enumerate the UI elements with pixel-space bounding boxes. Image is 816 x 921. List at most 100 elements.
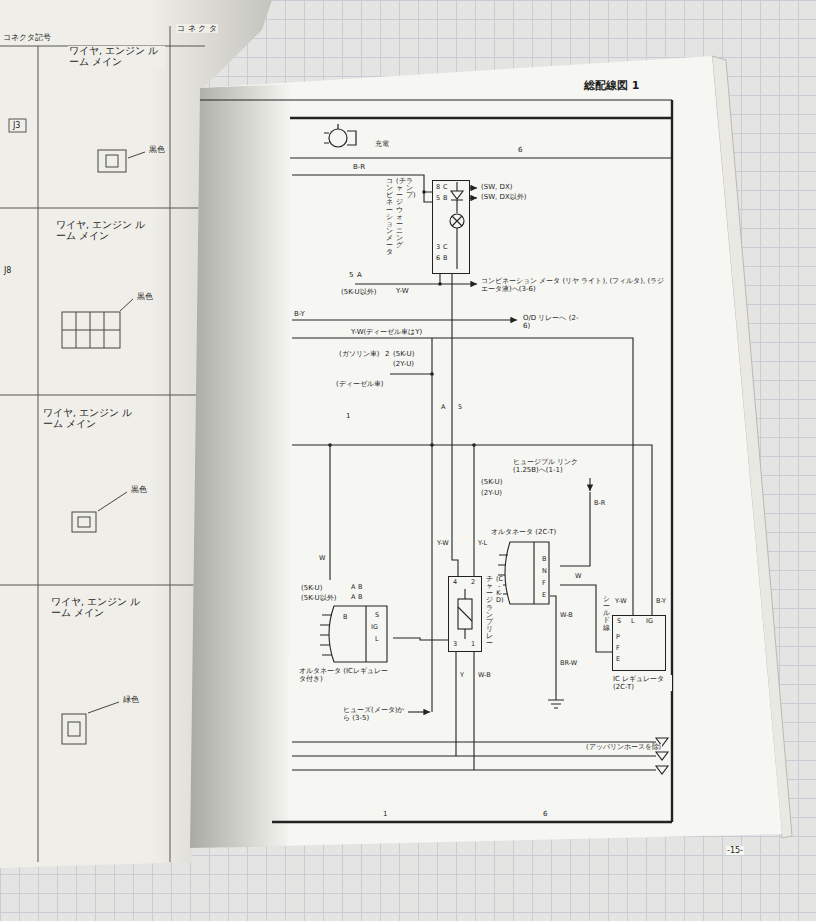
label-text: コネクタ記号 [2, 33, 52, 42]
shape-outline [458, 589, 472, 639]
label-text: S [616, 618, 622, 625]
label-text: 5 [457, 404, 463, 411]
wire [473, 445, 474, 576]
label-text: 1 [470, 641, 476, 648]
frame-line [290, 117, 672, 119]
label-text: B-Y [655, 598, 667, 605]
label-text: 黒色 [136, 292, 154, 301]
wire-junction [328, 443, 332, 447]
node-label: オルタネータ (ICレギュレータ付き) [298, 667, 395, 683]
label-text: -15- [726, 846, 744, 855]
frame-line [290, 158, 672, 159]
label-text: L [374, 636, 380, 643]
connector-drawing [62, 714, 86, 744]
label-text: 6 [435, 255, 441, 262]
label-text: 充電 [374, 140, 390, 148]
label-text: 3 [435, 244, 441, 251]
frame-line [200, 100, 672, 822]
label-text: 黒色 [148, 145, 166, 154]
connector-drawing [88, 702, 119, 713]
wire-junction [430, 443, 434, 447]
label-text: 5 [435, 195, 441, 202]
shape-outline [498, 542, 534, 604]
wire-connector [452, 274, 458, 576]
connector-drawing [72, 512, 96, 532]
label-text: 8 [435, 184, 441, 191]
connector-drawing [62, 312, 120, 348]
wire [292, 319, 517, 320]
connector-table [0, 26, 205, 862]
regulator-box: IC レギュレータ (2C-T) [612, 615, 670, 692]
node-label: IC レギュレータ (2C-T) [612, 675, 672, 691]
shape-outline [498, 541, 550, 605]
label-text: F [541, 580, 547, 587]
regulator-outline [612, 615, 666, 671]
wire [292, 338, 633, 615]
label-text: (アッパリンホースを除) [585, 744, 662, 751]
label-text: Y-W [614, 598, 628, 605]
shape-outline [449, 577, 481, 651]
alternator-symbol: オルタネータ (ICレギュレータ付き) [298, 605, 393, 684]
label-text: C [442, 184, 449, 191]
label-text: BR-W [559, 660, 578, 667]
label-text: ワイヤ, エンジン ルーム メイン [42, 408, 139, 430]
label-text: 3 [452, 641, 458, 648]
ground-symbol [656, 766, 668, 774]
label-text: B [442, 195, 448, 202]
label-text: Y-W(ディーゼル車はY) [350, 328, 423, 336]
connector-drawing [98, 492, 127, 511]
right-page [190, 56, 782, 848]
shape-outline [451, 191, 463, 199]
connector-table [9, 119, 26, 132]
label-text: ヒュージブル リンク (1.25B)へ(1-1) [512, 458, 604, 474]
label-text: 2 [470, 579, 476, 586]
label-text: 6 [517, 146, 523, 154]
connector-drawing [128, 152, 145, 158]
label-text: 緑色 [122, 695, 140, 704]
label-text: N [541, 568, 548, 575]
label-text: B [357, 584, 363, 591]
label-text: (2Y-U) [480, 489, 503, 497]
shape-outline [505, 542, 549, 604]
label-text: 4 [452, 579, 458, 586]
connector-drawing [62, 312, 120, 348]
wire [355, 283, 477, 284]
page-title: 総配線図 1 [583, 80, 640, 93]
wire [292, 175, 656, 770]
connector-drawing [98, 150, 126, 172]
label-text: 1 [382, 810, 388, 818]
label-text: A [350, 584, 356, 591]
label-text: (ガソリン車) [338, 350, 380, 358]
label-text: 5 [348, 271, 354, 279]
wire [329, 445, 330, 580]
label-text: C [442, 244, 449, 251]
alternator-icon [329, 129, 347, 147]
label-text: A [356, 271, 363, 279]
meter-outline [432, 180, 470, 274]
wire-junction [422, 190, 426, 194]
label-text: コ ネ ク タ [176, 24, 218, 33]
node-label: コンビネーション メータ [386, 178, 393, 257]
label-text: A [440, 404, 446, 411]
label-text: (5K-U以外) [340, 288, 377, 296]
label-text: ワイヤ, エンジン ルーム メイン [55, 220, 152, 242]
label-text: B-R [593, 500, 606, 507]
label-text: J3 [12, 121, 21, 130]
label-text: P [615, 634, 621, 641]
relay-outline [448, 576, 482, 652]
label-text: O/D リレーへ (2-6) [522, 314, 584, 330]
label-text: E [615, 656, 621, 663]
frame-line [272, 821, 672, 823]
label-text: (ディーゼル車) [335, 380, 384, 388]
label-text: W-B [477, 672, 492, 679]
label-text: B [357, 594, 363, 601]
label-text: B [442, 255, 448, 262]
label-text: (5K-U) [300, 584, 323, 592]
label-text: ワイヤ, エンジン ルーム メイン [68, 46, 165, 68]
label-text: (5K-U) [480, 478, 503, 486]
label-text: ワイヤ, エンジン ルーム メイン [50, 597, 147, 619]
label-text: F [615, 645, 621, 652]
wire [431, 338, 432, 712]
